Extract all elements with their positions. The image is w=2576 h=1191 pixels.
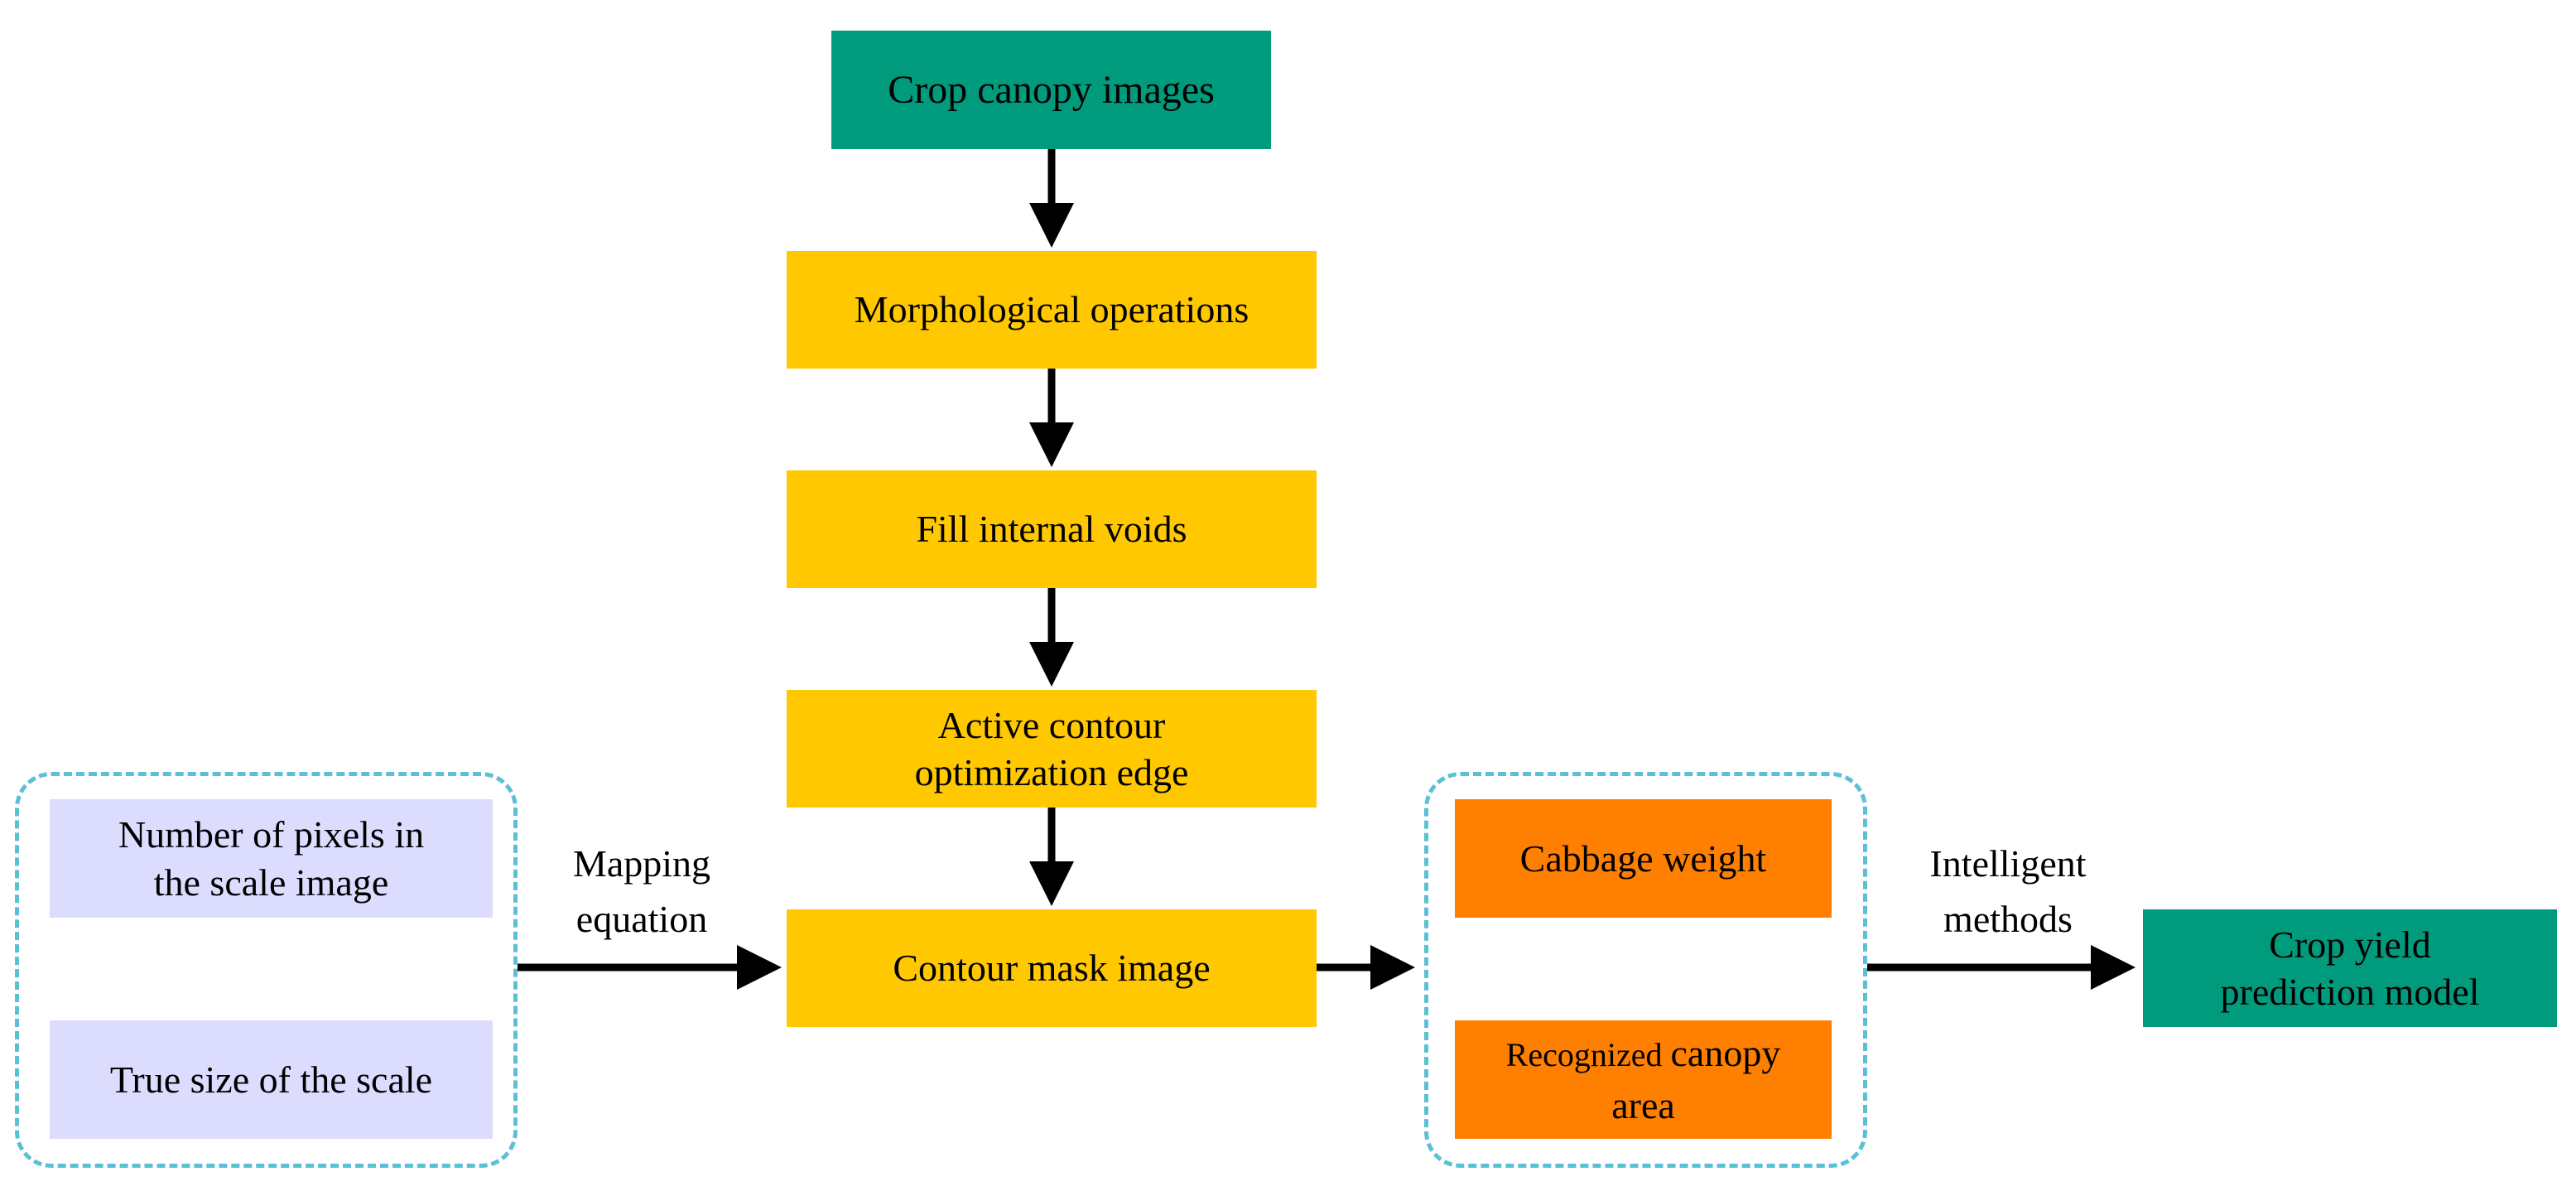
contour-mask-image-label: Contour mask image <box>893 947 1211 990</box>
true-size-scale-label: True size of the scale <box>109 1058 433 1101</box>
morphological-operations-label: Morphological operations <box>854 288 1249 331</box>
mapping-equation-line2: equation <box>575 897 708 940</box>
cabbage-weight-label: Cabbage weight <box>1519 837 1767 880</box>
true-size-scale-node: True size of the scale <box>50 1020 493 1139</box>
crop-yield-model-node: Crop yield prediction model <box>2143 909 2557 1027</box>
active-contour-label-line2: optimization edge <box>914 751 1189 793</box>
intelligent-methods-label: Intelligent methods <box>1892 837 2124 947</box>
active-contour-label-line1: Active contour <box>937 703 1166 746</box>
recognized-canopy-area-line2: area <box>1611 1083 1675 1126</box>
fill-internal-voids-node: Fill internal voids <box>787 470 1317 588</box>
contour-mask-image-node: Contour mask image <box>787 909 1317 1027</box>
intelligent-methods-line2: methods <box>1943 897 2073 940</box>
recognized-canopy-area-node: Recognized canopy area <box>1455 1020 1832 1139</box>
pixels-in-scale-node: Number of pixels in the scale image <box>50 799 493 918</box>
fill-internal-voids-label: Fill internal voids <box>916 508 1187 551</box>
cabbage-weight-node: Cabbage weight <box>1455 799 1832 918</box>
morphological-operations-node: Morphological operations <box>787 251 1317 369</box>
pixels-in-scale-label-line2: the scale image <box>153 861 389 904</box>
intelligent-methods-line1: Intelligent <box>1929 842 2087 885</box>
recognized-label: Recognized <box>1505 1036 1671 1074</box>
mapping-equation-line1: Mapping <box>572 842 711 885</box>
crop-canopy-images-label: Crop canopy images <box>888 67 1215 112</box>
scale-group <box>15 772 518 1168</box>
recognized-canopy-area-line1: Recognized canopy <box>1506 1028 1781 1079</box>
active-contour-node: Active contour optimization edge <box>787 690 1317 808</box>
crop-yield-model-label-line1: Crop yield <box>2269 923 2431 966</box>
pixels-in-scale-label-line1: Number of pixels in <box>118 813 425 856</box>
crop-canopy-images-node: Crop canopy images <box>831 31 1271 149</box>
canopy-label: canopy <box>1670 1032 1781 1075</box>
crop-yield-model-label-line2: prediction model <box>2220 971 2480 1013</box>
mapping-equation-label: Mapping equation <box>538 837 745 947</box>
measurement-group <box>1424 772 1867 1168</box>
